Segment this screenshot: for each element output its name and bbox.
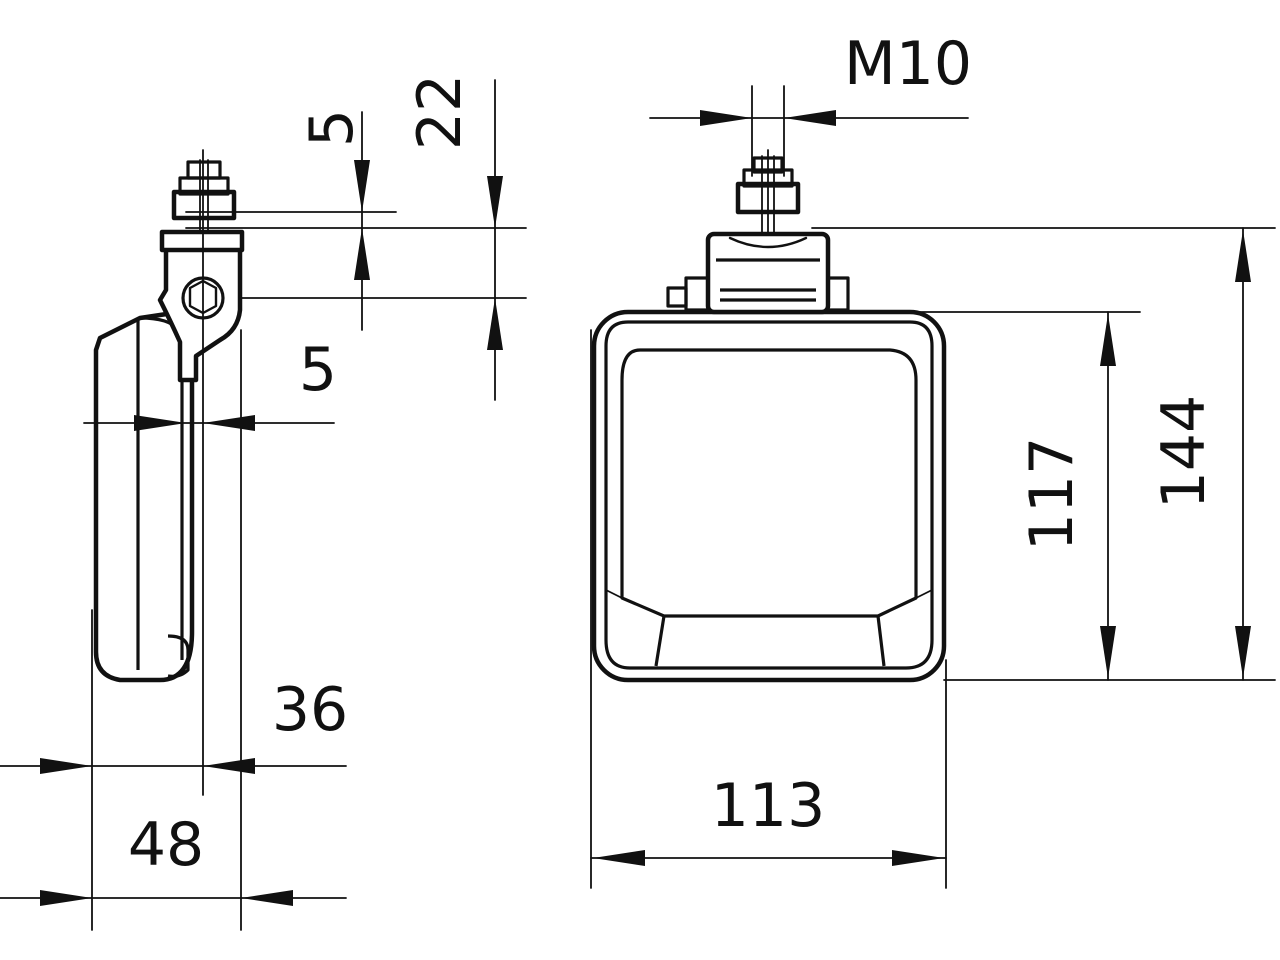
- front-view: [591, 149, 947, 683]
- front-view-lens-frame: [604, 320, 934, 670]
- dim-label-total-depth: 48: [128, 810, 204, 880]
- side-view: [91, 149, 245, 931]
- dim-label-width: 113: [711, 771, 826, 841]
- dim-label-mount-depth: 36: [272, 675, 348, 745]
- side-view-bracket: [157, 237, 243, 383]
- dim-label-side-top-offset: 5: [297, 109, 367, 147]
- side-view-nut: [171, 189, 237, 221]
- dim-label-thread: M10: [844, 29, 972, 99]
- front-view-dimensions: M10 117 144 113: [590, 29, 1276, 889]
- side-view-dimensions: 5 22 5 36 48: [0, 74, 527, 906]
- dim-label-bracket-offset: 5: [299, 335, 337, 405]
- dim-label-total-height: 144: [1149, 395, 1219, 510]
- side-view-housing: [93, 309, 195, 683]
- front-view-housing: [591, 309, 947, 683]
- dim-label-lens-height: 117: [1017, 437, 1087, 552]
- dim-label-bracket-height: 22: [405, 74, 475, 150]
